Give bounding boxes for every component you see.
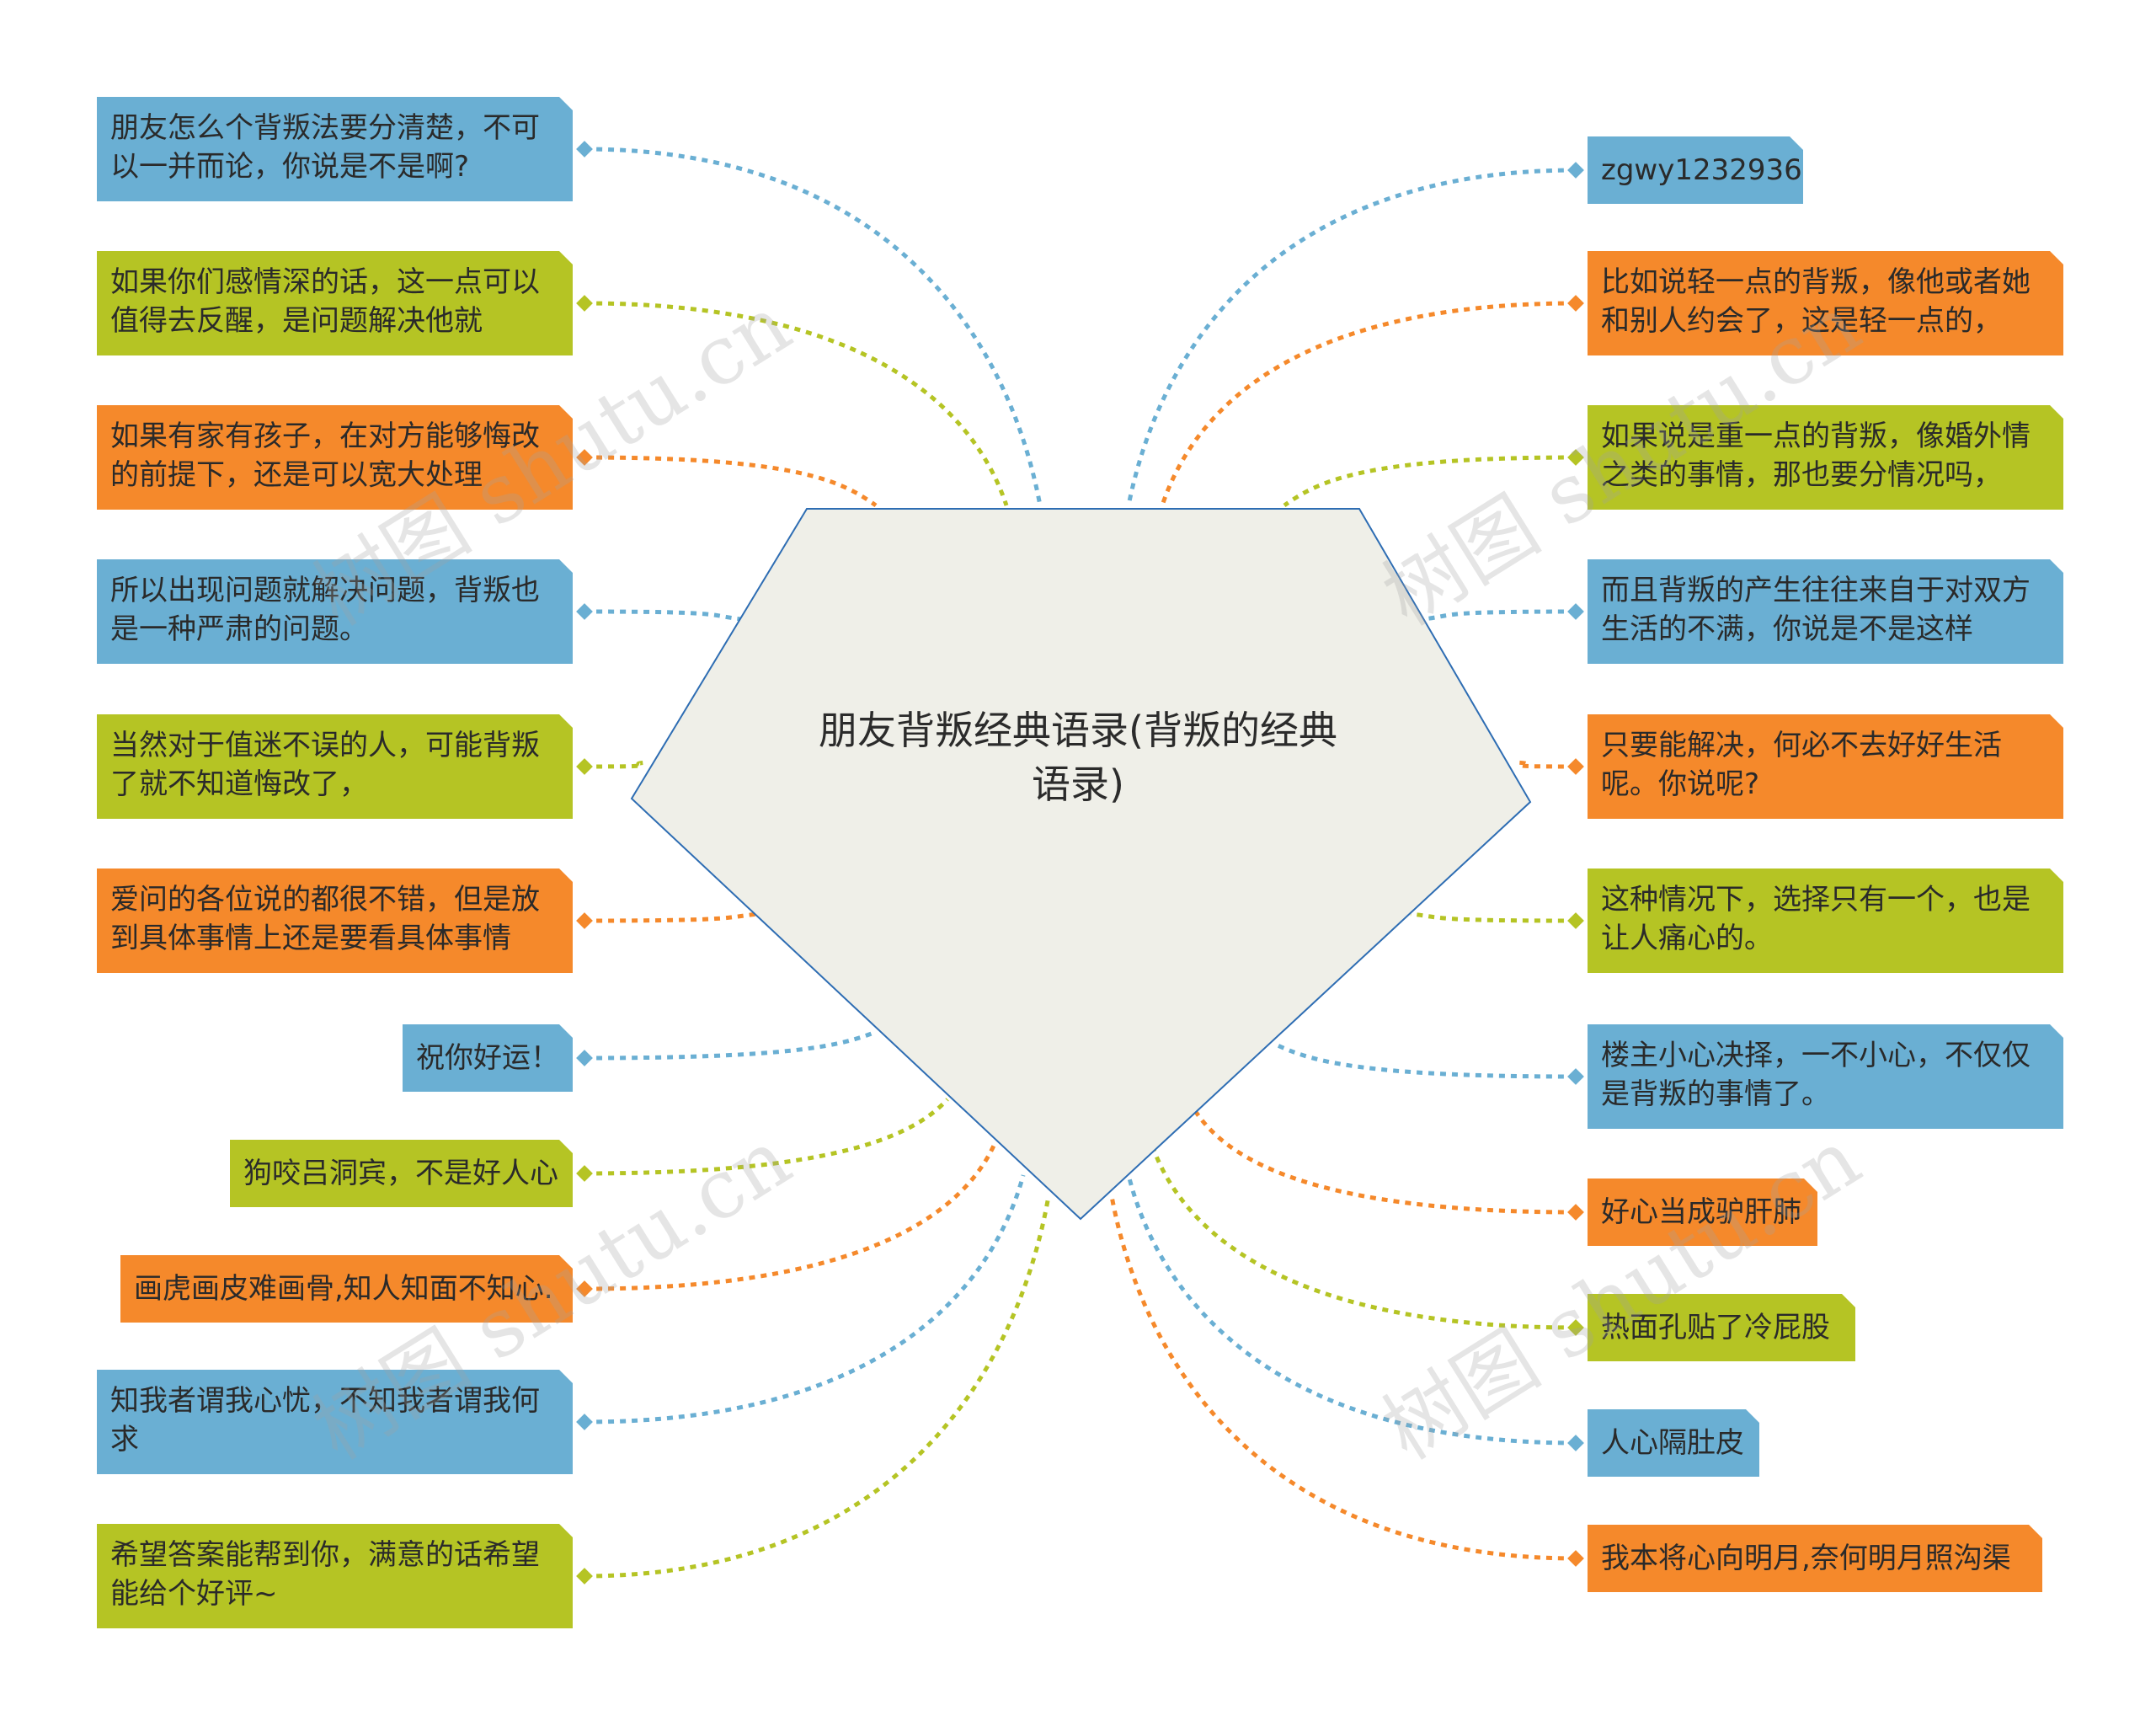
left-connector-line [584,147,1043,506]
right-connector-dot [1567,295,1584,312]
right-connector-line [1151,1149,1577,1330]
right-connector-dot [1567,758,1584,775]
left-connector-dot [576,1414,593,1430]
right-connector-line [1422,609,1577,622]
center-pentagon[interactable] [630,508,1532,1221]
left-branch-node[interactable]: 所以出现问题就解决问题，背叛也是一种严肃的问题。 [97,559,573,664]
left-connector-dot [576,1568,593,1585]
connector-lines [584,147,1577,1579]
connector-dots [576,141,1584,1585]
right-branch-node[interactable]: zgwy1232936 [1588,136,1803,204]
right-connector-line [1274,1042,1577,1079]
center-topic[interactable]: 朋友背叛经典语录(背叛的经典语录) [819,708,1337,807]
right-connector-dot [1567,1068,1584,1085]
left-branch-node[interactable]: 狗咬吕洞宾，不是好人心 [230,1140,573,1207]
left-connector-dot [576,449,593,466]
right-branch-node[interactable]: 我本将心向明月,奈何明月照沟渠 [1588,1525,2042,1592]
left-branch-node[interactable]: 祝你好运！ [403,1024,573,1092]
right-connector-line [1160,301,1577,506]
right-connector-line [1126,1174,1577,1446]
right-connector-line [1283,455,1577,508]
right-connector-line [1109,1195,1577,1561]
left-branch-node[interactable]: 如果你们感情深的话，这一点可以值得去反醒，是问题解决他就 [97,251,573,355]
right-connector-dot [1567,449,1584,466]
left-connector-line [584,1144,996,1291]
right-connector-line [1126,168,1577,506]
right-branch-node[interactable]: 这种情况下，选择只有一个，也是让人痛心的。 [1588,869,2063,973]
right-connector-line [1515,760,1577,769]
right-connector-dot [1567,912,1584,929]
left-connector-line [584,455,878,508]
right-connector-dot [1567,1319,1584,1336]
right-branch-node[interactable]: 热面孔贴了冷屁股 [1588,1294,1855,1361]
left-branch-node[interactable]: 知我者谓我心忧，不知我者谓我何求 [97,1370,573,1474]
right-connector-dot [1567,1550,1584,1567]
left-connector-line [584,1195,1051,1579]
right-connector-dot [1567,162,1584,179]
left-connector-line [584,1029,877,1061]
right-branch-node[interactable]: 好心当成驴肝肺 [1588,1179,1817,1246]
left-branch-node[interactable]: 希望答案能帮到你，满意的话希望能给个好评~ [97,1524,573,1628]
left-connector-line [584,1174,1026,1424]
left-connector-line [584,609,742,622]
left-connector-dot [576,758,593,775]
left-connector-line [584,301,1009,506]
left-connector-dot [576,912,593,929]
left-branch-node[interactable]: 爱问的各位说的都很不错，但是放到具体事情上还是要看具体事情 [97,869,573,973]
right-branch-node[interactable]: 人心隔肚皮 [1588,1409,1759,1477]
right-branch-node[interactable]: 如果说是重一点的背叛，像婚外情之类的事情，那也要分情况吗， [1588,405,2063,510]
right-connector-dot [1567,603,1584,620]
left-connector-line [584,760,649,769]
left-branch-node[interactable]: 当然对于值迷不误的人，可能背叛了就不知道悔改了， [97,714,573,819]
left-connector-dot [576,1165,593,1182]
right-connector-line [1410,911,1577,923]
right-connector-dot [1567,1435,1584,1451]
left-branch-node[interactable]: 画虎画皮难画骨,知人知面不知心. [120,1255,573,1323]
left-connector-line [584,911,759,923]
right-connector-dot [1567,1204,1584,1221]
right-branch-node[interactable]: 只要能解决，何必不去好好生活呢。你说呢? [1588,714,2063,819]
left-connector-dot [576,1280,593,1297]
right-connector-line [1193,1110,1577,1215]
left-connector-line [584,1098,949,1176]
left-branch-node[interactable]: 如果有家有孩子，在对方能够悔改的前提下，还是可以宽大处理 [97,405,573,510]
right-branch-node[interactable]: 比如说轻一点的背叛，像他或者她和别人约会了，这是轻一点的， [1588,251,2063,355]
left-branch-node[interactable]: 朋友怎么个背叛法要分清楚，不可以一并而论，你说是不是啊? [97,97,573,201]
left-connector-dot [576,603,593,620]
left-connector-dot [576,141,593,158]
right-branch-node[interactable]: 楼主小心决择，一不小心，不仅仅是背叛的事情了。 [1588,1024,2063,1129]
left-connector-dot [576,295,593,312]
right-branch-node[interactable]: 而且背叛的产生往往来自于对双方生活的不满，你说是不是这样 [1588,559,2063,664]
left-connector-dot [576,1050,593,1066]
